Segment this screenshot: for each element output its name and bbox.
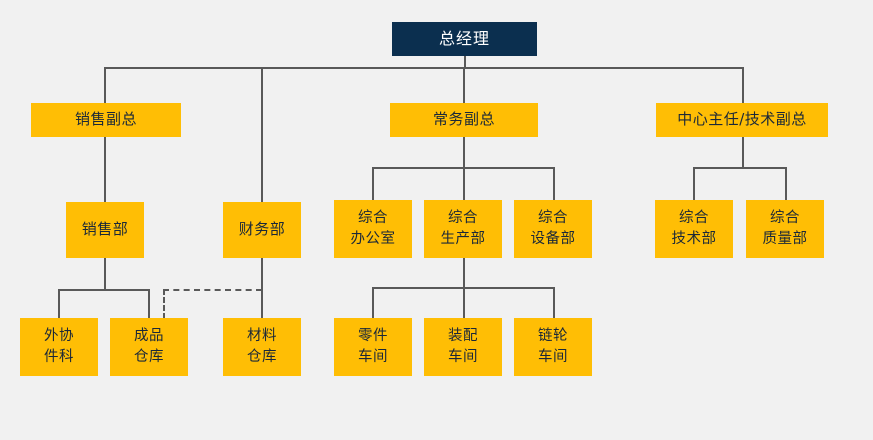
node-general-technology[interactable]: 综合 技术部 [655, 200, 733, 258]
connector-to-sprocket-workshop [553, 287, 555, 319]
node-finance-dept[interactable]: 财务部 [223, 202, 301, 258]
node-outsourcing-section[interactable]: 外协 件科 [20, 318, 98, 376]
connector-to-parts-workshop [372, 287, 374, 319]
connector-sales-dept-stem [104, 257, 106, 290]
connector-to-outsourcing-section [58, 289, 60, 319]
connector-to-center-director [742, 67, 744, 104]
node-general-quality[interactable]: 综合 质量部 [746, 200, 824, 258]
node-assembly-workshop[interactable]: 装配 车间 [424, 318, 502, 376]
node-material-warehouse[interactable]: 材料 仓库 [223, 318, 301, 376]
connector-center-director-bus [693, 167, 786, 169]
node-sales-dept[interactable]: 销售部 [66, 202, 144, 258]
connector-sales-vp-to-sales-dept [104, 137, 106, 203]
node-general-production[interactable]: 综合 生产部 [424, 200, 502, 258]
node-general-manager[interactable]: 总经理 [392, 22, 537, 56]
connector-dashed-finance-to-finished-goods [163, 289, 262, 291]
connector-general-production-stem [463, 257, 465, 288]
node-general-equipment[interactable]: 综合 设备部 [514, 200, 592, 258]
connector-sales-dept-bus [58, 289, 150, 291]
connector-to-general-office [372, 167, 374, 201]
node-sprocket-workshop[interactable]: 链轮 车间 [514, 318, 592, 376]
connector-executive-vp-stem [463, 137, 465, 168]
connector-to-assembly-workshop [463, 287, 465, 319]
connector-bus-to-finance-dept [261, 67, 263, 203]
node-finished-goods-warehouse[interactable]: 成品 仓库 [110, 318, 188, 376]
connector-root-stem [464, 55, 466, 69]
connector-to-general-quality [785, 167, 787, 201]
node-center-director[interactable]: 中心主任/技术副总 [656, 103, 828, 137]
connector-level1-bus [104, 67, 744, 69]
connector-to-general-technology [693, 167, 695, 201]
node-parts-workshop[interactable]: 零件 车间 [334, 318, 412, 376]
node-sales-vp[interactable]: 销售副总 [31, 103, 181, 137]
connector-finance-dept-to-material-warehouse [261, 257, 263, 319]
connector-to-general-production [463, 167, 465, 201]
connector-dashed-drop-to-finished-goods [163, 289, 165, 319]
node-general-office[interactable]: 综合 办公室 [334, 200, 412, 258]
connector-to-general-equipment [553, 167, 555, 201]
node-executive-vp[interactable]: 常务副总 [390, 103, 538, 137]
connector-center-director-stem [742, 137, 744, 168]
connector-to-executive-vp [463, 67, 465, 104]
connector-to-sales-vp [104, 67, 106, 104]
connector-to-finished-goods-warehouse [148, 289, 150, 319]
